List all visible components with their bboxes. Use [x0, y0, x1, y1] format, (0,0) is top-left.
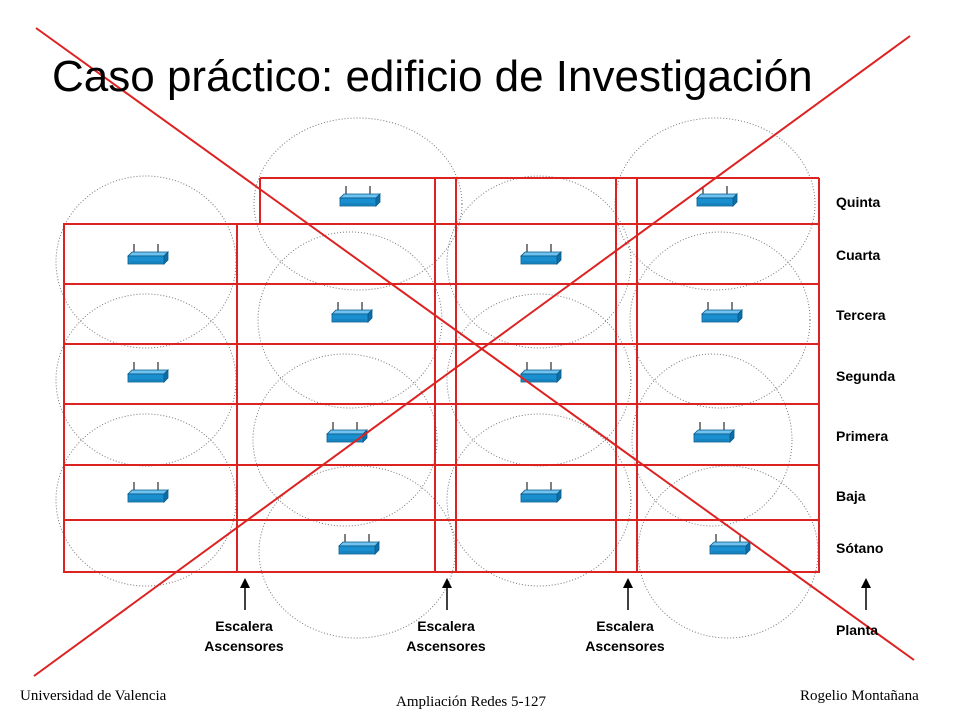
- stair-label-3-line2: Ascensores: [585, 638, 665, 654]
- wireless-access-point-icon: [338, 533, 380, 555]
- wireless-access-point-icon: [339, 185, 381, 207]
- stair-label-3: Escalera Ascensores: [555, 616, 695, 656]
- wireless-access-point-icon: [326, 421, 368, 443]
- stair-label-2-line2: Ascensores: [406, 638, 486, 654]
- wireless-access-point-icon: [520, 243, 562, 265]
- arrow-up-icon: [239, 577, 251, 611]
- floor-label-cuarta: Cuarta: [836, 247, 881, 263]
- floor-label-quinta: Quinta: [836, 194, 881, 210]
- cross-out-line-1: [35, 27, 915, 661]
- arrow-up-icon: [622, 577, 634, 611]
- floor-label-baja: Baja: [836, 488, 866, 504]
- wireless-access-point-icon: [127, 481, 169, 503]
- cross-out-line-2: [33, 35, 911, 677]
- wireless-access-point-icon: [701, 301, 743, 323]
- stair-label-1-line1: Escalera: [215, 618, 273, 634]
- floor-label-sotano: Sótano: [836, 540, 884, 556]
- floor-label-primera: Primera: [836, 428, 889, 444]
- coverage-area-4: [446, 175, 632, 349]
- wireless-access-point-icon: [520, 481, 562, 503]
- wireless-access-point-icon: [331, 301, 373, 323]
- coverage-area-9: [252, 353, 438, 527]
- wireless-access-point-icon: [696, 185, 738, 207]
- footer-center: Ampliación Redes 5-127: [396, 694, 546, 710]
- stair-label-3-line1: Escalera: [596, 618, 654, 634]
- coverage-area-8: [446, 293, 632, 467]
- wireless-access-point-icon: [520, 361, 562, 383]
- floor-label-tercera: Tercera: [836, 307, 886, 323]
- wireless-access-point-icon: [127, 361, 169, 383]
- floor-label-segunda: Segunda: [836, 368, 896, 384]
- floor-axis-label: Planta: [836, 622, 879, 638]
- coverage-area-1: [253, 117, 463, 291]
- arrow-up-icon: [441, 577, 453, 611]
- coverage-area-10: [631, 353, 793, 527]
- stair-label-2: Escalera Ascensores: [376, 616, 516, 656]
- footer-right: Rogelio Montañana: [800, 688, 919, 704]
- stair-label-1-line2: Ascensores: [204, 638, 284, 654]
- stair-label-2-line1: Escalera: [417, 618, 475, 634]
- slide-title: Caso práctico: edificio de Investigación: [52, 52, 813, 101]
- wireless-access-point-icon: [693, 421, 735, 443]
- footer-left: Universidad de Valencia: [20, 688, 167, 704]
- building-outline: [63, 223, 820, 573]
- coverage-area-6: [629, 231, 811, 409]
- wireless-access-point-icon: [127, 243, 169, 265]
- arrow-up-icon: [860, 577, 872, 611]
- stair-label-1: Escalera Ascensores: [174, 616, 314, 656]
- coverage-area-2: [614, 117, 816, 291]
- coverage-area-12: [446, 413, 632, 587]
